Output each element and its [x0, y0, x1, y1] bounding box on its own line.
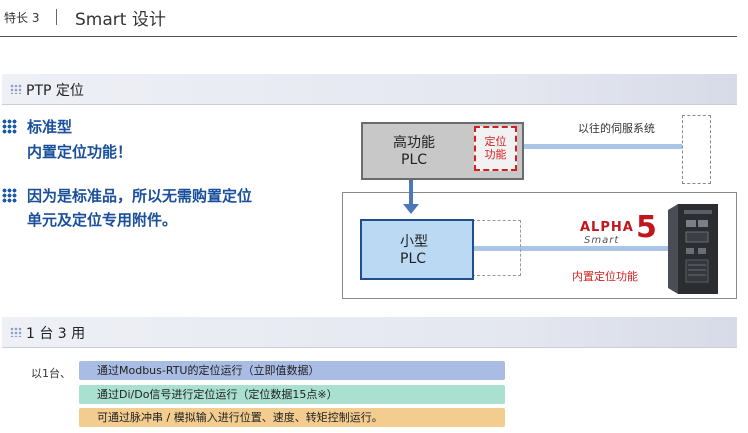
logo-number: 5 — [636, 210, 657, 245]
bullet-1-line2: 内置定位功能！ — [27, 143, 133, 161]
small-plc-box: 小型 PLC — [360, 219, 474, 280]
builtin-positioning-label: 内置定位功能 — [572, 270, 638, 283]
header-rule — [0, 36, 737, 37]
section-label-ptp: PTP 定位 — [26, 83, 84, 99]
logo-text: ALPHA — [580, 220, 634, 235]
positioning-label-line2: 功能 — [484, 148, 507, 161]
down-arrow-icon — [409, 180, 413, 206]
positioning-function-box: 定位 功能 — [474, 126, 517, 171]
feature-tag: 特长 3 — [4, 11, 40, 25]
bullet-dots-icon — [2, 188, 17, 203]
page-title: Smart 设计 — [75, 10, 166, 30]
dots-grid-icon — [10, 327, 22, 337]
section-bar-one-unit-three-uses: 1 台 3 用 — [2, 317, 737, 348]
bullet-1-line1: 标准型 — [27, 118, 73, 136]
section-label-one-unit: 1 台 3 用 — [26, 326, 86, 342]
plc-high-label: 高功能 — [393, 135, 435, 151]
old-servo-placeholder — [682, 115, 711, 184]
use-item-pulse: 可通过脉冲串 / 模拟输入进行位置、速度、转矩控制运行。 — [79, 408, 505, 427]
connection-line-high — [522, 144, 682, 149]
arrow-head-icon — [403, 204, 419, 214]
bullet-dots-icon — [2, 119, 17, 134]
alpha5-smart-logo: ALPHA 5 Smart — [580, 210, 657, 246]
logo-sub: Smart — [584, 235, 619, 246]
positioning-label-line1: 定位 — [484, 135, 507, 148]
uses-lead-text: 以1台、 — [31, 367, 71, 380]
plc-small-label: 小型 — [400, 234, 428, 250]
connection-line-small — [474, 246, 682, 251]
bullet-2-line2: 单元及定位专用附件。 — [27, 211, 178, 229]
use-item-modbus: 通过Modbus-RTU的定位运行（立即值数据） — [79, 361, 505, 380]
plc-small-sublabel: PLC — [400, 251, 427, 267]
old-servo-label: 以往的伺服系统 — [578, 122, 655, 135]
section-bar-ptp: PTP 定位 — [2, 74, 737, 105]
header-divider — [56, 9, 57, 25]
dots-grid-icon — [10, 84, 22, 94]
empty-unit-placeholder — [472, 220, 521, 276]
bullet-2-line1: 因为是标准品，所以无需购置定位 — [27, 187, 253, 205]
plc-high-sublabel: PLC — [401, 152, 428, 168]
use-item-dido: 通过Di/Do信号进行定位运行（定位数据15点※） — [79, 385, 505, 404]
servo-drive-image — [668, 204, 718, 294]
